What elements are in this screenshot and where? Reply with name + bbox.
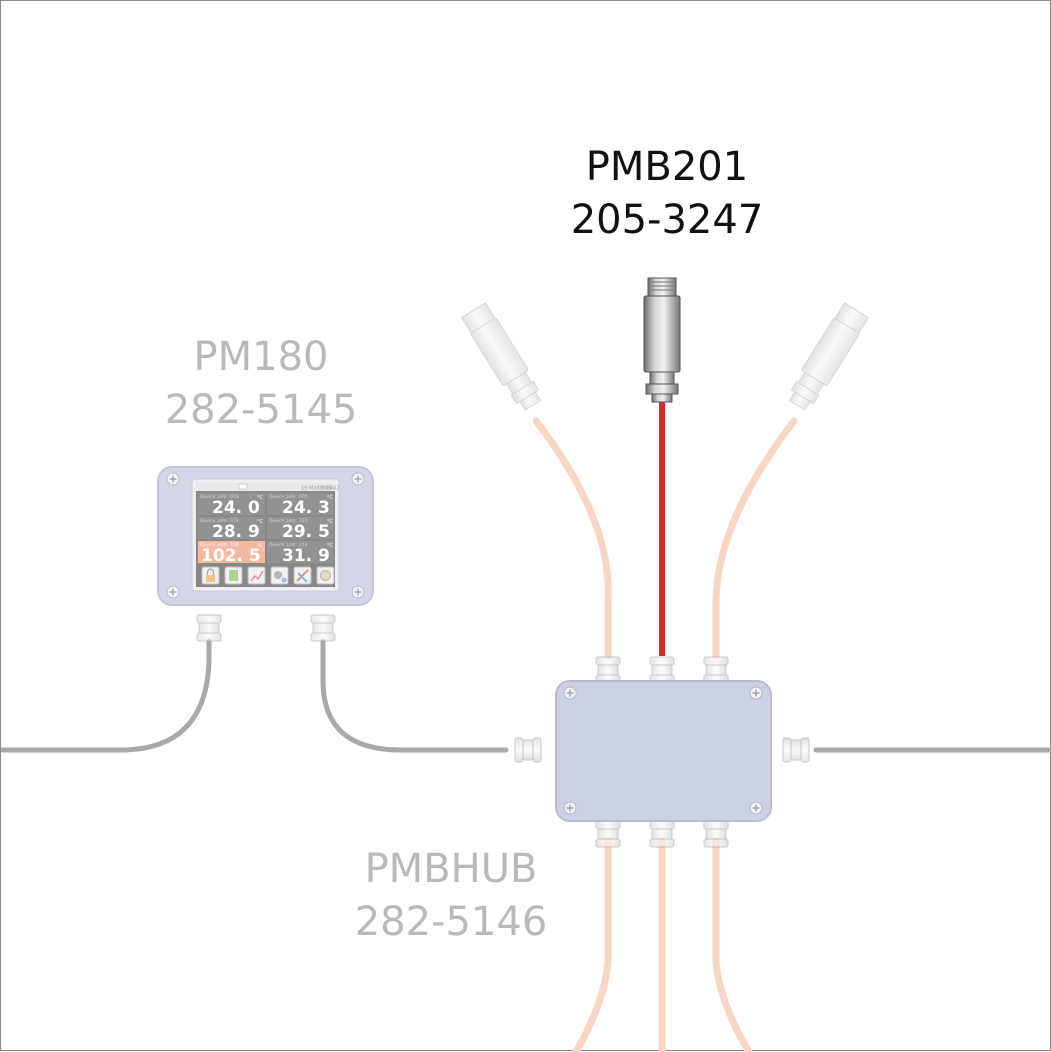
pmbhub-junction-box <box>514 656 810 848</box>
tile-unit: °C <box>327 495 334 501</box>
bus-cable <box>1 638 1051 753</box>
tile-unit: °C <box>257 495 264 501</box>
palette-icon <box>293 566 312 585</box>
tile-unit: °C <box>327 543 334 549</box>
tile-unit: °C <box>257 519 264 525</box>
sensor-name-label: PMB201 <box>585 144 749 190</box>
tile-value: 102. 5 <box>201 546 261 566</box>
hub-code-label: 282-5146 <box>354 899 548 945</box>
tile-addr: Device addr: 001 <box>200 494 239 500</box>
sensor-left <box>461 302 542 411</box>
tile-addr: Device addr: 005 <box>269 494 308 500</box>
hub-name-label: PMBHUB <box>364 846 538 892</box>
tile-value: 29. 5 <box>282 522 330 542</box>
tile-value: 24. 3 <box>282 498 330 518</box>
display-date: 19 Mar 2014 <box>301 486 333 492</box>
display-icon-bar <box>201 566 335 585</box>
tile-unit: °C <box>257 543 264 549</box>
pm180-display: 19 Mar 2014 15:45:02 Device addr: 001 24… <box>157 466 374 642</box>
alarm-tile <box>198 541 265 563</box>
lock-icon <box>201 566 220 585</box>
tile-value: 24. 0 <box>212 498 260 518</box>
settings-icon <box>270 566 289 585</box>
tile-addr: Device addr: 120 <box>269 518 308 524</box>
sensor-right <box>788 302 869 411</box>
display-name-label: PM180 <box>193 334 329 380</box>
tile-value: 31. 9 <box>282 546 330 566</box>
sensor-code-label: 205-3247 <box>570 197 764 243</box>
tile-unit: °C <box>327 519 334 525</box>
tile-value: 28. 9 <box>212 522 260 542</box>
tile-addr: Device addr: 079 <box>200 518 239 524</box>
inactive-sensor-cables <box>532 417 798 1052</box>
file-icon <box>224 566 243 585</box>
chart-icon <box>247 566 266 585</box>
tile-addr: Device addr: 018 <box>269 542 308 548</box>
pmb201-sensor <box>643 277 681 403</box>
display-time: 15:45:02 <box>317 486 339 492</box>
display-code-label: 282-5145 <box>164 387 358 433</box>
tile-addr: Device addr: 156 <box>200 542 239 548</box>
help-icon <box>316 566 335 585</box>
